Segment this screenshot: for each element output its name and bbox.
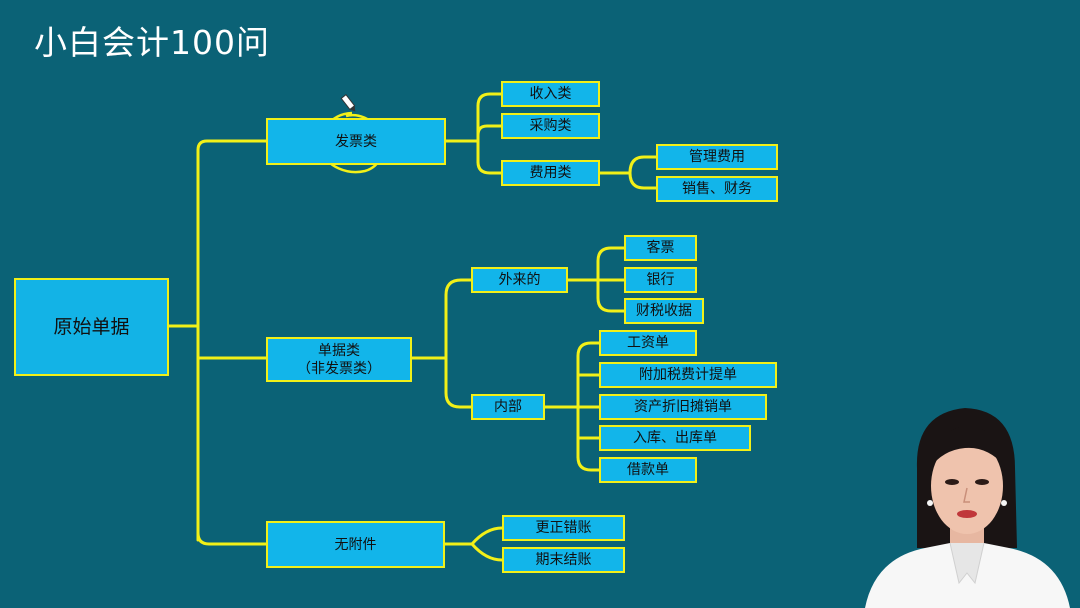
- purchase-label: 采购类: [529, 118, 572, 134]
- ticket-node: 客票: [624, 235, 697, 261]
- correction-label: 更正错账: [535, 520, 592, 536]
- internal-node: 内部: [471, 394, 545, 420]
- pen-cursor-icon: [340, 93, 356, 112]
- external-label: 外来的: [498, 272, 541, 288]
- warehouse-node: 入库、出库单: [599, 425, 751, 451]
- video-title: 小白会计100问: [34, 23, 270, 62]
- root-node: 原始单据: [14, 278, 169, 376]
- bank-label: 银行: [646, 272, 675, 288]
- documents-node: 单据类 （非发票类）: [266, 337, 412, 382]
- ticket-label: 客票: [646, 240, 675, 256]
- payroll-node: 工资单: [599, 330, 697, 356]
- loan-label: 借款单: [627, 462, 669, 478]
- no-attachment-label: 无附件: [334, 536, 377, 553]
- bank-node: 银行: [624, 267, 697, 293]
- invoice-label: 发票类: [335, 133, 377, 150]
- fiscal-receipt-label: 财税收据: [636, 303, 692, 319]
- purchase-node: 采购类: [501, 113, 600, 139]
- sales-finance-node: 销售、财务: [656, 176, 778, 202]
- expense-node: 费用类: [501, 160, 600, 186]
- depreciation-label: 资产折旧摊销单: [634, 399, 732, 415]
- surtax-label: 附加税费计提单: [639, 367, 737, 383]
- sales-finance-label: 销售、财务: [682, 181, 752, 197]
- external-node: 外来的: [471, 267, 568, 293]
- loan-node: 借款单: [599, 457, 697, 483]
- no-attachment-node: 无附件: [266, 521, 445, 568]
- documents-label: 单据类 （非发票类）: [297, 342, 381, 377]
- depreciation-node: 资产折旧摊销单: [599, 394, 767, 420]
- management-expense-label: 管理费用: [689, 149, 745, 165]
- presenter-video: [865, 408, 1070, 608]
- root-label: 原始单据: [53, 316, 130, 338]
- income-label: 收入类: [529, 86, 572, 102]
- payroll-label: 工资单: [627, 335, 669, 351]
- internal-label: 内部: [494, 399, 522, 415]
- invoice-node: 发票类: [266, 118, 446, 165]
- closing-label: 期末结账: [535, 552, 592, 568]
- management-expense-node: 管理费用: [656, 144, 778, 170]
- fiscal-receipt-node: 财税收据: [624, 298, 704, 324]
- warehouse-label: 入库、出库单: [633, 430, 717, 446]
- expense-label: 费用类: [529, 165, 572, 181]
- income-node: 收入类: [501, 81, 600, 107]
- correction-node: 更正错账: [502, 515, 625, 541]
- surtax-node: 附加税费计提单: [599, 362, 777, 388]
- closing-node: 期末结账: [502, 547, 625, 573]
